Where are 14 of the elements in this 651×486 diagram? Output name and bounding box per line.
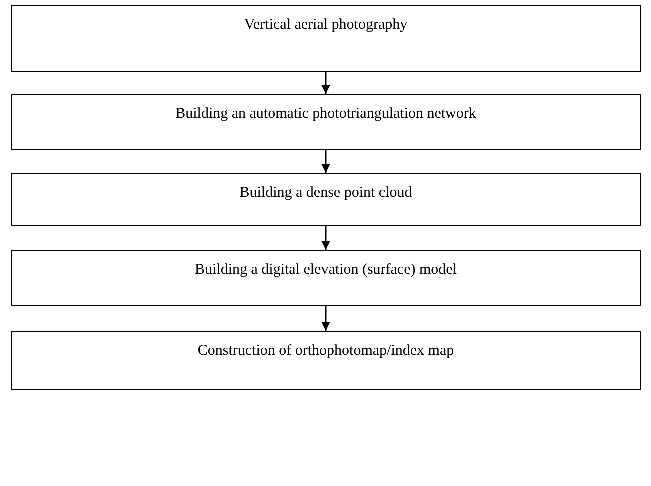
arrow: [322, 72, 330, 94]
step-label: Building an automatic phototriangulation network: [176, 105, 476, 124]
step-label: Construction of orthophotomap/index map: [198, 342, 454, 361]
process-box: [11, 331, 641, 390]
process-box: [11, 94, 641, 150]
step-label: Building a digital elevation (surface) model: [194, 261, 457, 280]
process-box: [11, 250, 641, 306]
process-box: [11, 173, 641, 226]
arrow: [322, 150, 330, 173]
step-label: Building a dense point cloud: [240, 184, 412, 203]
step-label: Vertical aerial photography: [244, 16, 408, 35]
arrow: [322, 226, 330, 250]
process-box: [11, 5, 641, 72]
arrow: [322, 306, 330, 331]
